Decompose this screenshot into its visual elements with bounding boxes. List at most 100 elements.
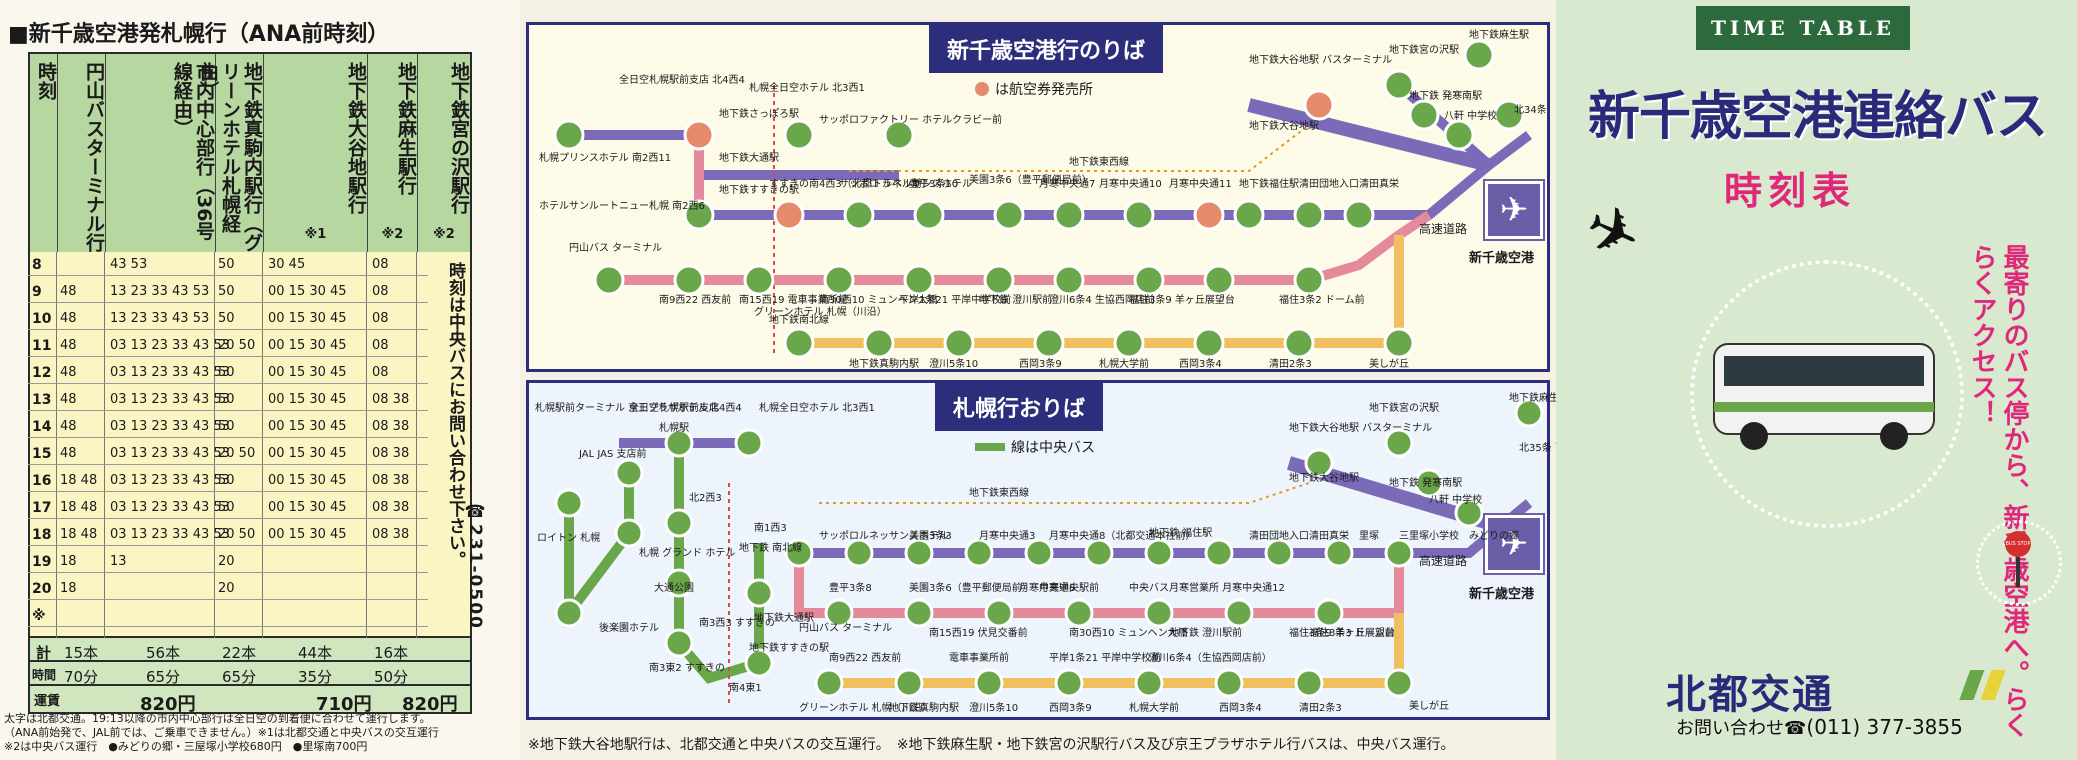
time-cell: 08 38 [372,446,410,461]
time-cell: 08 38 [372,392,410,407]
stop-label: 福住3条9 羊ヶ丘展望台 [1129,295,1235,306]
time-cell: 20 [218,581,235,596]
stop-label: 札幌 グランド ホテル [639,548,736,559]
stop-label: サッポロファクトリー ホテルクラビー前 [819,115,1003,126]
stop-label: 美しが丘 [1409,701,1449,712]
time-cell: 00 15 30 45 [268,446,347,461]
time-cell: 50 [218,365,235,380]
stop-label: 地下鉄東西線 [1069,157,1129,168]
stop-label: 美しが丘 [1369,359,1409,370]
arrival-map: 札幌行おりば 線は中央バス ✈ 新千歳空港 高速道路 札幌駅前ターミナル 京王プ… [526,380,1591,720]
totals-row: 計 15本 56本 22本 44本 16本 [28,638,472,662]
stop-label: 札幌駅 [659,423,689,434]
stop-label: 後楽園ホテル [599,623,659,634]
stop-label: 西岡3条4 [1219,703,1262,714]
time-cell: 48 [60,419,77,434]
header-col-2: 市内中心部行（36号線経由） [106,54,216,252]
airplane-icon: ✈ [1485,181,1543,239]
highway-label: 高速道路 [1419,222,1468,236]
stop-label: 北2西3 [689,493,722,504]
time-cell: 08 [372,311,389,326]
stop-label: 地下鉄 発寒南駅 [1409,91,1483,102]
time-cell: 50 [218,284,235,299]
arrival-map-title: 札幌行おりば [935,383,1104,431]
timetable-body [28,252,472,638]
time-cell: 18 [60,581,77,596]
airplane-icon: ✈ [1572,188,1653,278]
hour-cell: 14 [32,419,52,435]
hour-cell: 20 [32,581,52,597]
time-cell: 00 15 30 45 [268,311,347,326]
stop-label: 円山バス ターミナル [569,243,663,254]
stop-label: 月寒中央通11 [1169,179,1232,190]
stop-label: 月寒中央通10 [1099,179,1162,190]
stop-label: 澄川5条10 [929,359,979,370]
time-cell: 13 23 33 43 53 [110,311,210,326]
stop-label: 地下鉄すすきの駅 [749,643,829,654]
time-cell: 00 15 30 45 [268,500,347,515]
airplane-icon: ✈ [1485,515,1543,573]
time-cell: 03 13 23 33 43 53 [110,365,230,380]
stop-label: 澄川6条4 生協西岡店前 [1049,295,1155,306]
time-cell: 00 15 30 45 [268,365,347,380]
stop-label: 清田2条3 [1299,703,1342,714]
stop-label: 地下鉄大谷地駅 バスターミナル [1289,423,1433,434]
time-cell: 18 48 [60,500,98,515]
table-row: ※ [28,603,428,627]
hour-cell: 11 [32,338,52,354]
time-cell: 48 [60,392,77,407]
stop-label: 南3東2 すすきの [649,663,725,674]
time-cell: 08 [372,284,389,299]
bus-illustration [1690,260,1964,528]
time-cell: 08 38 [372,500,410,515]
stop-label: 地下鉄福住駅 [1239,179,1299,190]
time-cell: 30 45 [268,257,306,272]
highway-label: 高速道路 [1419,554,1468,568]
stop-label: 平岸1条21 平岸中学校前 [899,295,1012,306]
stop-label: 清田団地入口 [1299,179,1359,190]
time-cell: 08 [372,338,389,353]
stop-label: 地下鉄 澄川駅前 [1169,628,1243,639]
stop-label: 地下鉄 南北線 [739,543,803,554]
stop-label: 札幌大学前 [1129,703,1179,714]
stop-label: 地下鉄大通駅 [754,613,814,624]
time-cell: 20 50 [218,338,256,353]
stop-label: 福住3条9 羊ヶ丘展望台 [1289,628,1395,639]
stop-label: 中央バス月寒営業所 月寒中央通12 [1129,583,1285,594]
central-bus-line-icon [975,443,1005,451]
stop-label: 南30西10 ミュンヘン大橋 [819,295,938,306]
stop-label: 地下鉄真駒内駅 [849,359,919,370]
hour-cell: 9 [32,284,42,300]
time-cell: 03 13 23 33 43 53 [110,527,230,542]
time-cell: 08 [372,257,389,272]
departure-airport-label: 新千歳空港 [1469,251,1535,266]
header-time: 時刻 [30,54,58,252]
hour-cell: 15 [32,446,52,462]
stop-label: 月寒中央通7 [1039,179,1096,190]
stop-label: ホテルサンルートニュー札幌 南2西6 [539,201,705,212]
header-col-6: 地下鉄宮の沢駅行※2 [433,62,470,242]
stop-label: 札幌全日空ホテル 北3西1 [749,83,865,94]
time-cell: 08 38 [372,419,410,434]
hour-cell: 12 [32,365,52,381]
stop-label: 地下鉄すすきの駅 [719,185,799,196]
slogan: 最寄りのバス停から、新千歳空港へ。らくらくアクセス！ [1967,244,2029,738]
time-cell: 50 [218,257,235,272]
stop-label: 地下鉄宮の沢駅 [1369,403,1439,414]
timetable-panel: ■新千歳空港発札幌行（ANA前時刻） 時刻 円山バスターミナル行 市内中心部行（… [0,0,520,760]
time-cell: 50 [218,419,235,434]
company-stripes [1956,670,2016,700]
departure-map: 新千歳空港行のりば は航空券発売所 ✈ 新千歳空港 高速道路 全日空札幌駅前支店… [526,22,1550,372]
stop-label: 南30西10 ミュンヘン大橋 [1069,628,1188,639]
contact-info: お問い合わせ☎(011) 377-3855 [1676,715,1963,739]
stop-label: 西岡3条4 [1179,359,1222,370]
stop-label: ロイトン 札幌 [537,533,601,544]
